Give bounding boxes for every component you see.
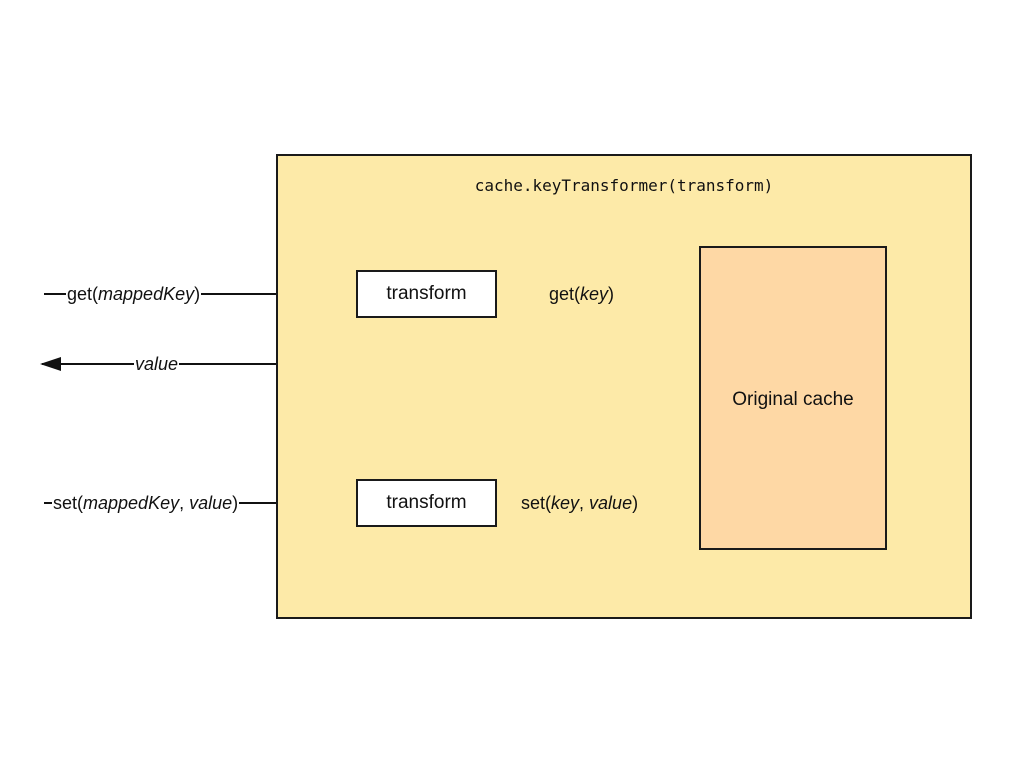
original-cache-label: Original cache (732, 389, 854, 410)
edge-label-set-in: set(mappedKey, value) (52, 493, 240, 513)
edge-label-set-out: set(key, value) (520, 493, 640, 513)
transform-set-label: transform (386, 492, 467, 513)
transform-box-get: transform (356, 270, 497, 318)
wrapper-title: cache.keyTransformer(transform) (474, 176, 774, 195)
transform-box-set: transform (356, 479, 497, 527)
transform-get-label: transform (386, 283, 467, 304)
edge-label-get-out: get(key) (548, 284, 616, 304)
edge-label-get-in: get(mappedKey) (66, 284, 202, 304)
edge-label-value: value (134, 354, 180, 374)
original-cache-box: Original cache (699, 246, 887, 550)
